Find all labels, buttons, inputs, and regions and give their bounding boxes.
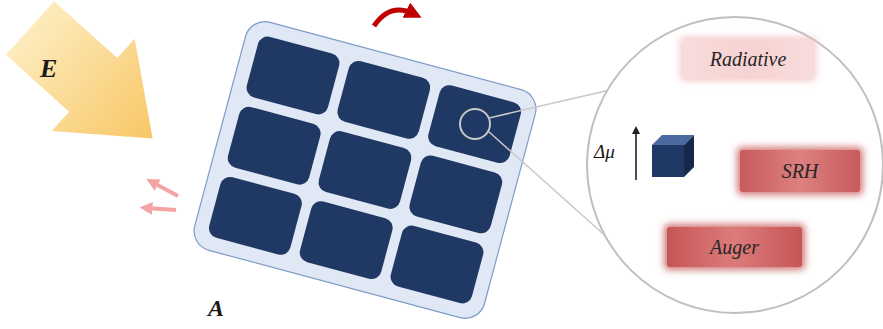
area-label: A [208, 296, 224, 320]
emission-arrow [146, 208, 176, 210]
zoom-spot [460, 109, 490, 139]
node-label: SRH [782, 160, 819, 183]
solar-panel [190, 17, 541, 323]
node-label: Auger [710, 236, 759, 259]
zoom-line [489, 90, 610, 118]
rotation-arrow [374, 10, 414, 26]
light-label: E [40, 56, 57, 82]
chemical-potential-label: Δμ [594, 142, 615, 161]
node-label: Radiative [710, 48, 787, 71]
zoom-circle [587, 17, 883, 313]
absorber-cube [652, 135, 694, 177]
light-arrow [0, 0, 194, 184]
recombination-box: Radiative [683, 40, 813, 78]
recombination-box: Auger [667, 227, 802, 267]
emission-arrow [152, 182, 178, 196]
recombination-box: SRH [740, 150, 860, 192]
potential-arrow [635, 130, 637, 180]
